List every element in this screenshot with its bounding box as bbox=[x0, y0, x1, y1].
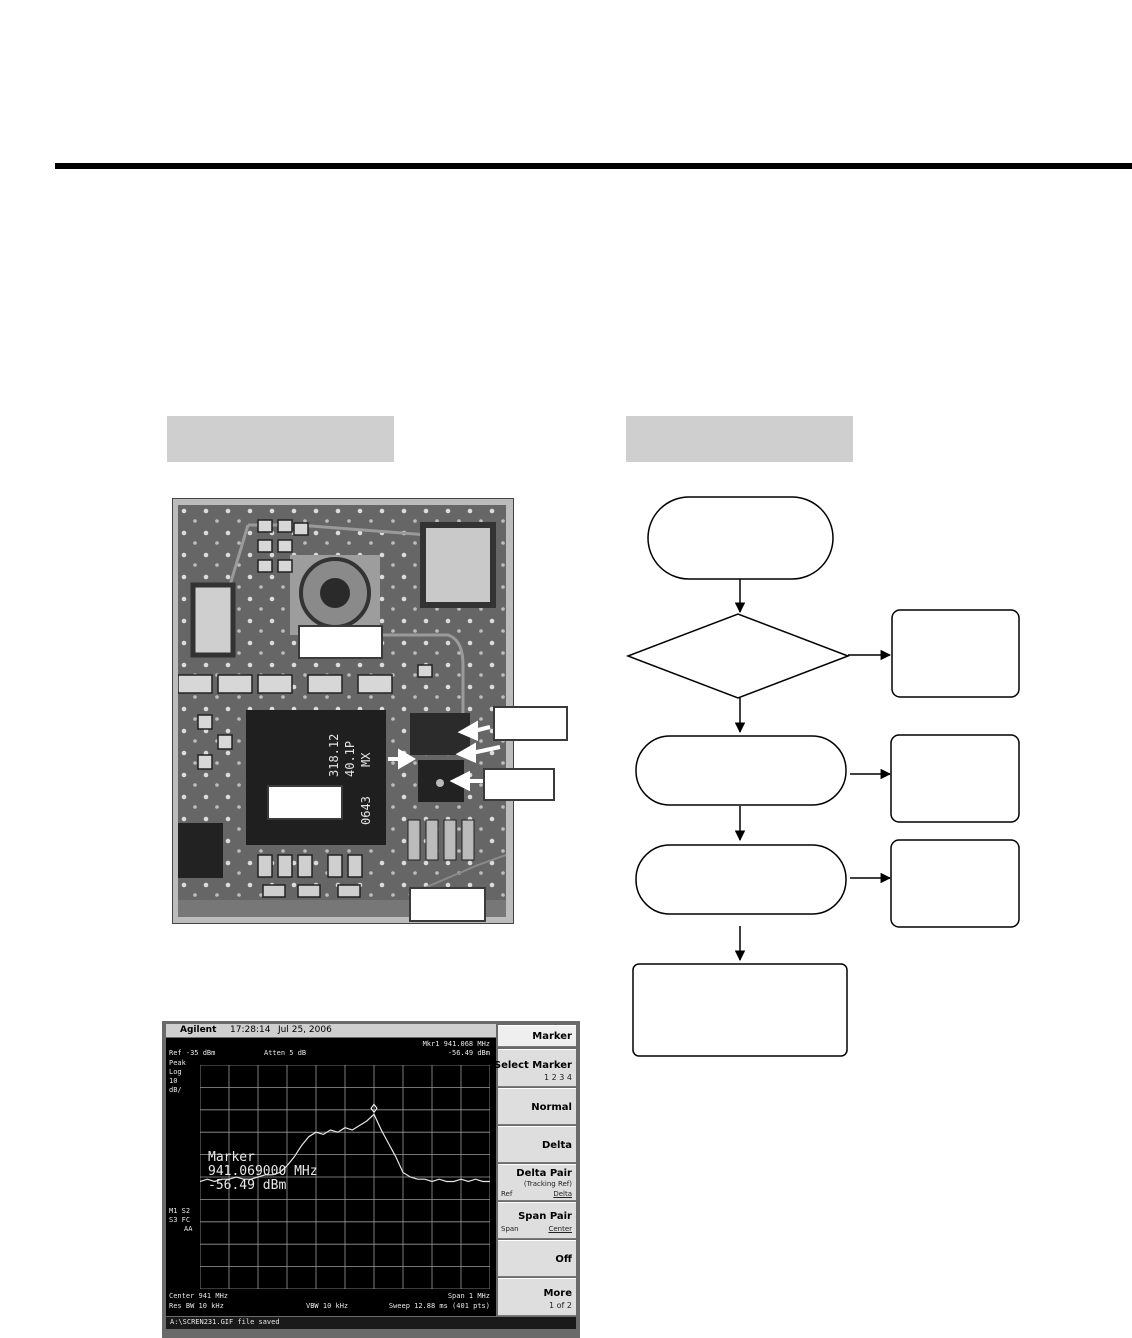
softkey-header-label: Marker bbox=[532, 1031, 572, 1042]
pcb-label-upper-right bbox=[493, 706, 568, 741]
flow-end-box bbox=[632, 963, 848, 1057]
sa-log: Log bbox=[169, 1068, 182, 1076]
sa-display: Mkr1 941.068 MHz -56.49 dBm Ref -35 dBm … bbox=[166, 1038, 496, 1316]
chip-mark-4: MX bbox=[359, 752, 373, 767]
softkey-more-label: More bbox=[543, 1288, 572, 1299]
flow-start-terminal bbox=[647, 496, 834, 580]
sa-status-bar: A:\SCREN231.GIF file saved bbox=[166, 1317, 576, 1329]
softkey-delta-pair-delta: Delta bbox=[553, 1190, 572, 1198]
flow-process-2 bbox=[635, 844, 847, 915]
sa-trace bbox=[200, 1113, 490, 1183]
softkey-normal[interactable]: Normal bbox=[498, 1088, 576, 1125]
softkey-delta-pair[interactable]: Delta Pair (Tracking Ref) Ref Delta bbox=[498, 1164, 576, 1201]
softkey-normal-label: Normal bbox=[531, 1102, 572, 1113]
sa-res-bw: Res BW 10 kHz bbox=[169, 1302, 224, 1310]
sa-marker-title: Marker bbox=[208, 1150, 255, 1165]
sa-time: 17:28:14 bbox=[230, 1025, 271, 1035]
flow-decision bbox=[625, 613, 851, 699]
softkey-select-marker-label: Select Marker bbox=[493, 1060, 572, 1071]
right-section-header bbox=[626, 416, 853, 462]
sa-mkr-readout: Mkr1 941.068 MHz bbox=[422, 1040, 490, 1048]
sa-atten: Atten 5 dB bbox=[264, 1049, 307, 1057]
sa-peak: Peak bbox=[169, 1059, 186, 1067]
spectrum-analyzer-screen: Agilent 17:28:14 Jul 25, 2006 Mkr1 941.0… bbox=[162, 1021, 580, 1338]
sa-marker-freq: 941.069000 MHz bbox=[208, 1164, 318, 1179]
sa-span: Span 1 MHz bbox=[447, 1292, 490, 1300]
sa-mkr-readout-level: -56.49 dBm bbox=[447, 1049, 490, 1057]
softkey-delta-pair-ref: Ref bbox=[501, 1190, 513, 1198]
pcb-label-lower-right bbox=[483, 768, 555, 801]
softkey-delta-pair-label: Delta Pair bbox=[516, 1168, 572, 1179]
header-rule bbox=[55, 163, 1132, 169]
sa-scale-unit: dB/ bbox=[169, 1086, 182, 1094]
flow-side-box-2 bbox=[890, 734, 1020, 823]
softkey-span-pair-center: Center bbox=[548, 1225, 572, 1233]
sa-s3: S3 FC bbox=[169, 1216, 191, 1224]
sa-brand: Agilent bbox=[180, 1025, 217, 1035]
softkey-span-pair-span: Span bbox=[501, 1225, 519, 1233]
flow-side-box-1 bbox=[891, 609, 1020, 698]
pcb-label-chip bbox=[267, 785, 343, 820]
sa-status: A:\SCREN231.GIF file saved bbox=[170, 1318, 280, 1326]
softkey-select-marker[interactable]: Select Marker 1 2 3 4 bbox=[494, 1049, 576, 1087]
softkey-delta-pair-sub: (Tracking Ref) bbox=[523, 1180, 572, 1188]
sa-vbw: VBW 10 kHz bbox=[306, 1302, 349, 1310]
chip-mark-2: 40.1P bbox=[343, 741, 357, 777]
chip-mark-3: 0643 bbox=[359, 796, 373, 825]
softkey-more-sub: 1 of 2 bbox=[549, 1301, 572, 1310]
sa-marker-level: -56.49 dBm bbox=[208, 1178, 287, 1193]
pcb-label-bottom bbox=[409, 887, 486, 922]
pcb-label-connector bbox=[298, 625, 383, 659]
sa-top-bar: Agilent 17:28:14 Jul 25, 2006 bbox=[166, 1024, 496, 1037]
softkey-delta-label: Delta bbox=[541, 1140, 572, 1151]
sa-scale: 10 bbox=[169, 1077, 178, 1085]
softkey-more[interactable]: More 1 of 2 bbox=[498, 1278, 576, 1316]
softkey-select-marker-nums: 1 2 3 4 bbox=[544, 1073, 572, 1082]
softkey-header: Marker bbox=[498, 1025, 576, 1047]
flow-process-1 bbox=[635, 735, 847, 806]
softkey-span-pair-label: Span Pair bbox=[518, 1211, 572, 1222]
sa-aa: AA bbox=[184, 1225, 193, 1233]
left-section-header bbox=[167, 416, 394, 462]
sa-grid bbox=[200, 1065, 490, 1289]
chip-mark-1: 318.12 bbox=[327, 734, 341, 777]
sa-ref: Ref -35 dBm bbox=[169, 1049, 216, 1057]
softkey-span-pair[interactable]: Span Pair Span Center bbox=[498, 1202, 576, 1239]
sa-center: Center 941 MHz bbox=[169, 1292, 229, 1300]
sa-plot bbox=[200, 1065, 490, 1289]
flowchart bbox=[625, 496, 1020, 1057]
pcb-photo: 318.12 40.1P 0643 MX bbox=[178, 505, 506, 917]
softkey-off-label: Off bbox=[555, 1254, 572, 1265]
pcb-drawing: 318.12 40.1P 0643 MX bbox=[178, 505, 506, 917]
sa-sweep: Sweep 12.88 ms (401 pts) bbox=[388, 1302, 490, 1310]
sa-marker-diamond bbox=[370, 1103, 378, 1114]
flow-side-box-3 bbox=[890, 839, 1020, 928]
sa-m1: M1 S2 bbox=[169, 1207, 191, 1215]
sa-date: Jul 25, 2006 bbox=[278, 1025, 332, 1035]
softkey-delta[interactable]: Delta bbox=[498, 1126, 576, 1163]
softkey-off[interactable]: Off bbox=[498, 1240, 576, 1277]
